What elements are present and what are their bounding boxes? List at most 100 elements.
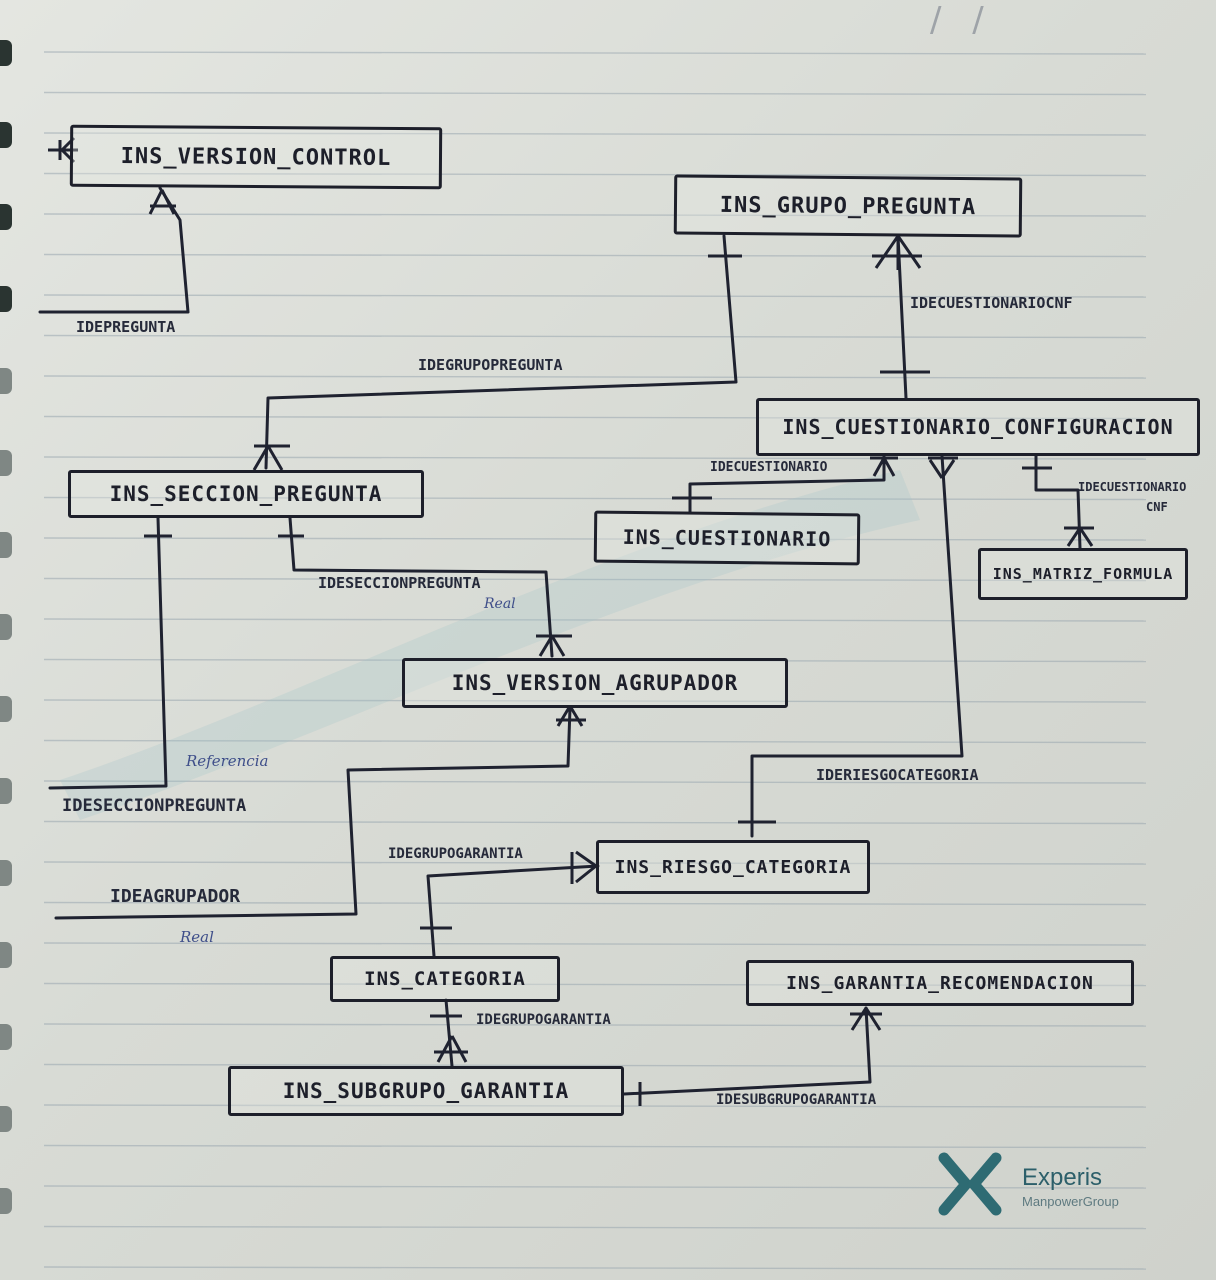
ruling-line — [43, 213, 1147, 217]
binder-hole — [0, 1024, 12, 1050]
entity-label: INS_CUESTIONARIO_CONFIGURACION — [782, 415, 1174, 439]
connector-grupo-pregunta-seccion-pregunta — [264, 234, 738, 470]
entity-ins-cuestionario-configuracion: INS_CUESTIONARIO_CONFIGURACION — [756, 398, 1200, 456]
relation-label-cnf: CNF — [1146, 500, 1168, 514]
entity-label: INS_CUESTIONARIO — [622, 524, 832, 552]
relation-label-idecuestionario-cnf: IDECUESTIONARIO — [1078, 480, 1187, 494]
ruling-line — [43, 334, 1147, 339]
relation-label-idegrupogarantia-2: IDEGRUPOGARANTIA — [476, 1012, 611, 1028]
entity-label: INS_VERSION_CONTROL — [120, 143, 392, 171]
ruling-line — [43, 901, 1147, 906]
relation-label-idepregunta: IDEPREGUNTA — [76, 318, 176, 336]
crowfoot-version-control-left — [48, 136, 78, 164]
entity-ins-riesgo-categoria: INS_RIESGO_CATEGORIA — [596, 840, 870, 894]
ruling-line — [43, 780, 1147, 784]
crowfoot-config-cuestionario — [870, 456, 898, 477]
crowfoot-subgrupo-top — [434, 1035, 468, 1063]
binder-hole — [0, 40, 12, 66]
ruling-line — [43, 1023, 1147, 1027]
ruling-line — [43, 1063, 1147, 1068]
ruling-line — [43, 375, 1147, 379]
ruling-line — [43, 172, 1147, 177]
paper-rulings — [43, 51, 1147, 1270]
relation-label-ideseccionpregunta-ref: IDESECCIONPREGUNTA — [62, 796, 247, 816]
ruling-line — [43, 132, 1147, 136]
ruling-line — [43, 861, 1147, 865]
binder-hole — [0, 1188, 12, 1214]
binder-hole — [0, 942, 12, 968]
ruling-line — [43, 942, 1147, 946]
binder-hole — [0, 368, 12, 394]
logo-tagline: ManpowerGroup — [1022, 1194, 1119, 1209]
binder-hole — [0, 778, 12, 804]
ruling-line — [43, 1225, 1147, 1230]
crowfoot-version-agrupador-top — [536, 634, 572, 657]
ruling-line — [43, 577, 1147, 582]
entity-label: INS_SECCION_PREGUNTA — [109, 482, 383, 506]
binder-hole — [0, 860, 12, 886]
ruling-line — [43, 91, 1147, 96]
relation-label-idecuestionario: IDECUESTIONARIO — [710, 460, 828, 475]
entity-label: INS_VERSION_AGRUPADOR — [451, 671, 739, 695]
connector-seccion-version-agrupador — [288, 516, 554, 658]
ruling-line — [43, 537, 1147, 541]
entity-ins-subgrupo-garantia: INS_SUBGRUPO_GARANTIA — [228, 1066, 624, 1116]
entity-ins-categoria: INS_CATEGORIA — [330, 956, 560, 1002]
binder-hole — [0, 696, 12, 722]
entity-ins-version-agrupador: INS_VERSION_AGRUPADOR — [402, 658, 788, 708]
binder-hole — [0, 614, 12, 640]
relation-label-idesubgrupogarantia: IDESUBGRUPOGARANTIA — [716, 1092, 877, 1108]
crowfoot-grupo-pregunta-bottom — [872, 235, 922, 270]
ruling-line — [43, 1104, 1147, 1108]
connector-config-matriz — [1034, 454, 1082, 550]
entity-ins-garantia-recomendacion: INS_GARANTIA_RECOMENDACION — [746, 960, 1134, 1006]
crowfoot-matriz-top — [1064, 526, 1094, 547]
ruling-line — [43, 1144, 1147, 1149]
blue-smudge — [60, 470, 920, 820]
ruling-line — [43, 253, 1147, 258]
note-real-1: Real — [484, 596, 516, 612]
relation-label-ideagrupador: IDEAGRUPADOR — [110, 886, 241, 907]
relation-label-idegrupogarantia: IDEGRUPOGARANTIA — [388, 846, 523, 862]
binder-hole — [0, 450, 12, 476]
ruling-line — [43, 982, 1147, 987]
experis-logo: Experis ManpowerGroup — [938, 1152, 1168, 1216]
entity-ins-matriz-formula: INS_MATRIZ_FORMULA — [978, 548, 1188, 600]
connector-categoria-subgrupo — [444, 998, 454, 1068]
relation-label-ideseccionpregunta-real: IDESECCIONPREGUNTA — [318, 574, 481, 592]
ruling-line — [43, 51, 1147, 55]
entity-label: INS_SUBGRUPO_GARANTIA — [282, 1079, 570, 1103]
binder-hole — [0, 204, 12, 230]
logo-name: Experis — [1022, 1164, 1103, 1191]
crowfoot-garantia-rec-bottom — [850, 1007, 882, 1031]
connector-config-riesgo — [750, 454, 964, 838]
ruling-line — [43, 496, 1147, 501]
ruling-line — [43, 820, 1147, 825]
relation-label-idecuestionariocnf: IDECUESTIONARIOCNF — [910, 294, 1073, 312]
relation-label-ideriesgocategoria: IDERIESGOCATEGORIA — [816, 766, 979, 784]
crowfoot-seccion-top — [252, 444, 290, 471]
crowfoot-version-agrupador-bottom — [556, 705, 586, 727]
entity-label: INS_RIESGO_CATEGORIA — [614, 856, 852, 878]
crowfoot-config-riesgo-top — [928, 456, 958, 479]
relation-label-idegrupopregunta: IDEGRUPOPREGUNTA — [418, 356, 563, 374]
binder-hole — [0, 1106, 12, 1132]
ruling-line — [43, 1266, 1147, 1270]
ruling-line — [43, 699, 1147, 703]
entity-label: INS_MATRIZ_FORMULA — [992, 565, 1174, 583]
entity-label: INS_CATEGORIA — [364, 968, 526, 990]
connector-subgrupo-garantia-rec — [622, 1006, 872, 1096]
date-mark: / / — [930, 0, 994, 40]
connector-version-agrupador-ideagrupador — [54, 706, 572, 920]
ruling-line — [43, 415, 1147, 420]
ruling-line — [43, 456, 1147, 460]
binder-hole — [0, 532, 12, 558]
entity-label: INS_GARANTIA_RECOMENDACION — [786, 972, 1094, 994]
binder-hole — [0, 122, 12, 148]
note-referencia: Referencia — [186, 752, 269, 770]
entity-ins-cuestionario: INS_CUESTIONARIO — [593, 510, 861, 566]
crowfoot-version-control-bottom — [148, 189, 176, 215]
entity-ins-seccion-pregunta: INS_SECCION_PREGUNTA — [68, 470, 424, 518]
binder-hole — [0, 286, 12, 312]
